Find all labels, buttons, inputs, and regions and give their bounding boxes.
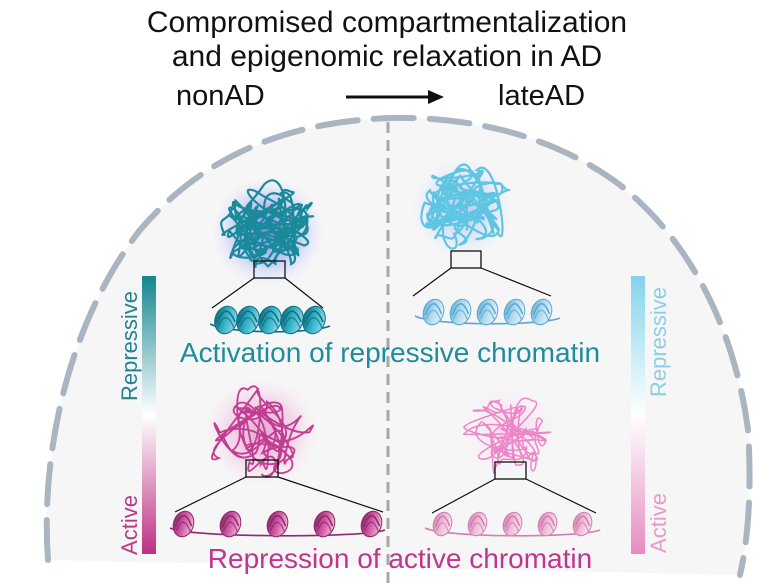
active-label-latead: Active <box>646 493 671 553</box>
condition-label-nonad: nonAD <box>176 80 265 112</box>
nucleosome-icon <box>360 510 383 538</box>
zoom-box-active-nonad <box>174 459 384 513</box>
nucleosome-icon <box>280 305 304 335</box>
repressive-label-nonad: Repressive <box>117 291 142 401</box>
nucleosome-fiber-active-nonad <box>169 510 386 538</box>
nucleosome-icon <box>422 298 445 326</box>
nucleosome-icon <box>432 511 453 537</box>
condition-label-latead: lateAD <box>498 80 586 112</box>
nucleosome-icon <box>219 510 242 538</box>
chromatin-tangle-active-nonad <box>211 385 315 478</box>
title-line-2: and epigenomic relaxation in AD <box>171 40 603 73</box>
caption-repressive: Activation of repressive chromatin <box>180 337 600 368</box>
nucleosome-icon <box>236 305 260 335</box>
nucleosome-icon <box>172 510 195 538</box>
gradient-bar-latead <box>631 276 645 554</box>
caption-active: Repression of active chromatin <box>208 543 592 574</box>
active-label-nonad: Active <box>117 495 142 555</box>
nucleosome-icon <box>449 298 472 326</box>
right-arrow-icon <box>346 90 444 104</box>
nucleosome-icon <box>476 298 499 326</box>
nucleosome-icon <box>302 305 326 335</box>
nucleosome-icon <box>537 511 558 537</box>
nucleosome-icon <box>503 298 526 326</box>
nucleosome-icon <box>502 511 523 537</box>
zoom-box-repressive-nonad <box>211 260 324 309</box>
nucleosome-fiber-active-latead <box>424 511 601 537</box>
nucleosome-icon <box>530 298 553 326</box>
title-line-1: Compromised compartmentalization <box>146 6 628 39</box>
zoom-box-active-latead <box>431 461 597 514</box>
chromatin-tangle-repressive-latead <box>420 163 511 250</box>
zoom-box-repressive-latead <box>412 250 552 297</box>
chromatin-tangle-repressive-nonad <box>220 179 315 268</box>
nucleosome-icon <box>266 510 289 538</box>
repressive-label-latead: Repressive <box>646 287 671 397</box>
nucleosome-icon <box>313 510 336 538</box>
chromatin-tangle-active-latead <box>462 397 552 475</box>
gradient-bar-nonad <box>142 276 156 554</box>
nucleosome-icon <box>467 511 488 537</box>
nucleosome-fiber-repressive-nonad <box>209 305 331 335</box>
nucleosome-fiber-repressive-latead <box>414 298 561 326</box>
nucleosome-icon <box>572 511 593 537</box>
